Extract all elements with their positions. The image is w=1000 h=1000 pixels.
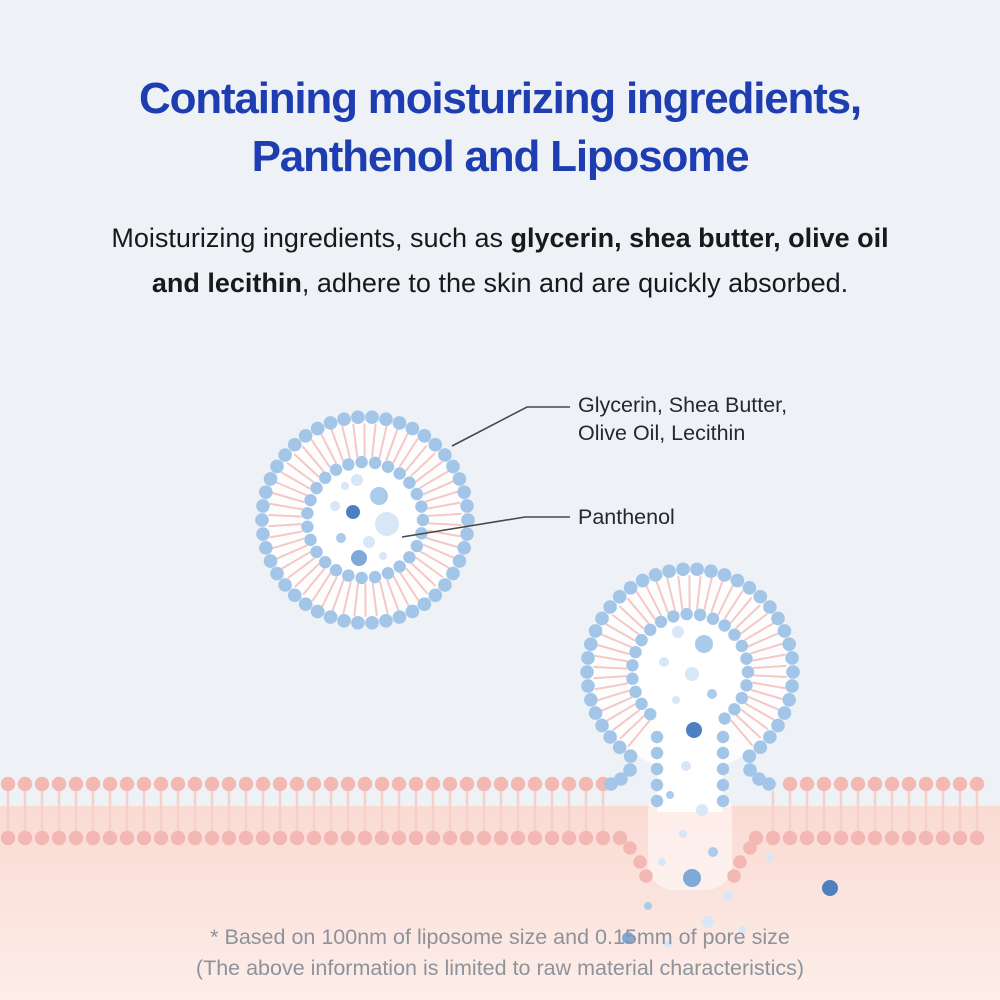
page-title: Containing moisturizing ingredients, Pan… [0, 70, 1000, 186]
label-outer-line-1: Glycerin, Shea Butter, [578, 393, 788, 417]
subtitle-bold-ingredients-b: and lecithin [151, 268, 302, 298]
subtitle: Moisturizing ingredients, such as glycer… [50, 216, 950, 306]
subtitle-text-start: Moisturizing ingredients, such as [111, 223, 511, 253]
footnote-line-2: (The above information is limited to raw… [195, 956, 805, 980]
label-outer-line-2: Olive Oil, Lecithin [578, 421, 746, 445]
title-line-2: Panthenol and Liposome [251, 132, 750, 181]
footnote-line-1: * Based on 100nm of liposome size and 0.… [210, 925, 790, 949]
footnote: * Based on 100nm of liposome size and 0.… [0, 922, 1000, 984]
subtitle-bold-ingredients-a: glycerin, shea butter, olive oil [510, 223, 889, 253]
title-line-1: Containing moisturizing ingredients, [139, 74, 862, 123]
subtitle-text-end: , adhere to the skin and are quickly abs… [301, 268, 849, 298]
label-panthenol: Panthenol [578, 505, 675, 529]
label-outer-ingredients: Glycerin, Shea Butter, Olive Oil, Lecith… [578, 391, 787, 447]
